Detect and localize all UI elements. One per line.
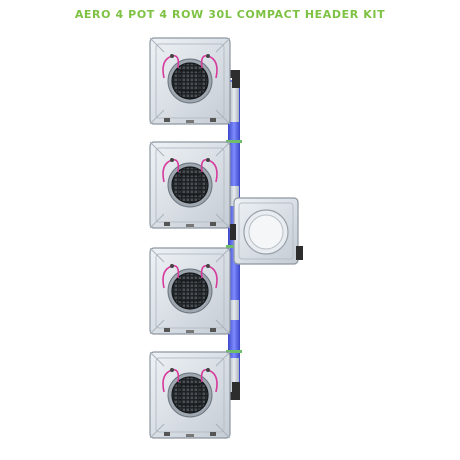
pot-4 — [149, 351, 231, 439]
aero-pot-icon — [149, 37, 231, 439]
kit-title: AERO 4 POT 4 ROW 30L COMPACT HEADER KIT — [74, 8, 386, 21]
pot-2 — [149, 141, 231, 229]
pot-3 — [149, 247, 231, 335]
pot-1 — [149, 37, 231, 125]
header-tank-icon — [230, 197, 303, 265]
